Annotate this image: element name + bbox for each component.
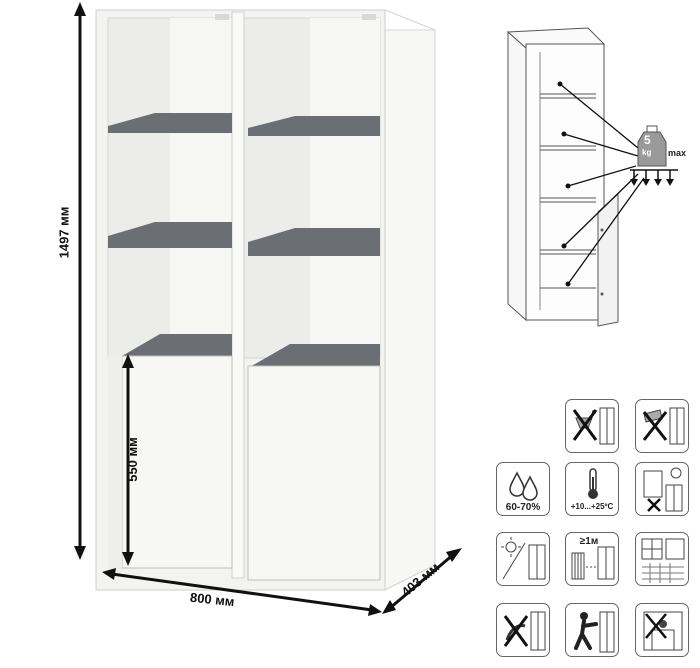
indoor-use-icon xyxy=(635,532,689,586)
door-right xyxy=(247,365,381,581)
temperature-icon: +10...+25ºC xyxy=(565,462,619,516)
no-climbing-icon xyxy=(565,603,619,657)
no-direct-sunlight-icon xyxy=(496,532,550,586)
height-dimension-label: 1497 мм xyxy=(56,206,72,259)
distance-label: ≥1м xyxy=(579,536,599,547)
no-heater-placement-icon xyxy=(635,462,689,516)
door-left xyxy=(121,355,233,569)
shelf-right-1 xyxy=(248,116,380,136)
load-weight-value: 5 xyxy=(644,133,651,147)
cabinet-illustration xyxy=(74,2,462,616)
humidity-icon: 60-70% xyxy=(496,462,550,516)
humidity-label: 60-70% xyxy=(505,502,541,513)
heater-distance-icon: ≥1м xyxy=(565,532,619,586)
no-water-cleaning-icon xyxy=(565,399,619,453)
door-height-dimension-label: 550 мм xyxy=(124,437,140,482)
cabinet-side-panel xyxy=(384,9,436,591)
no-abrasive-cleaning-icon xyxy=(635,399,689,453)
temperature-label: +10...+25ºC xyxy=(570,502,614,511)
no-leaning-icon xyxy=(496,603,550,657)
shelf-left-1 xyxy=(108,113,232,133)
load-max-label: max xyxy=(668,148,687,158)
shelf-right-2 xyxy=(248,228,380,256)
load-weight-unit: kg xyxy=(642,148,652,157)
shelf-left-3 xyxy=(122,334,232,358)
shelf-load-diagram xyxy=(506,27,678,327)
shelf-left-2 xyxy=(108,222,232,248)
no-overloading-icon xyxy=(635,603,689,657)
